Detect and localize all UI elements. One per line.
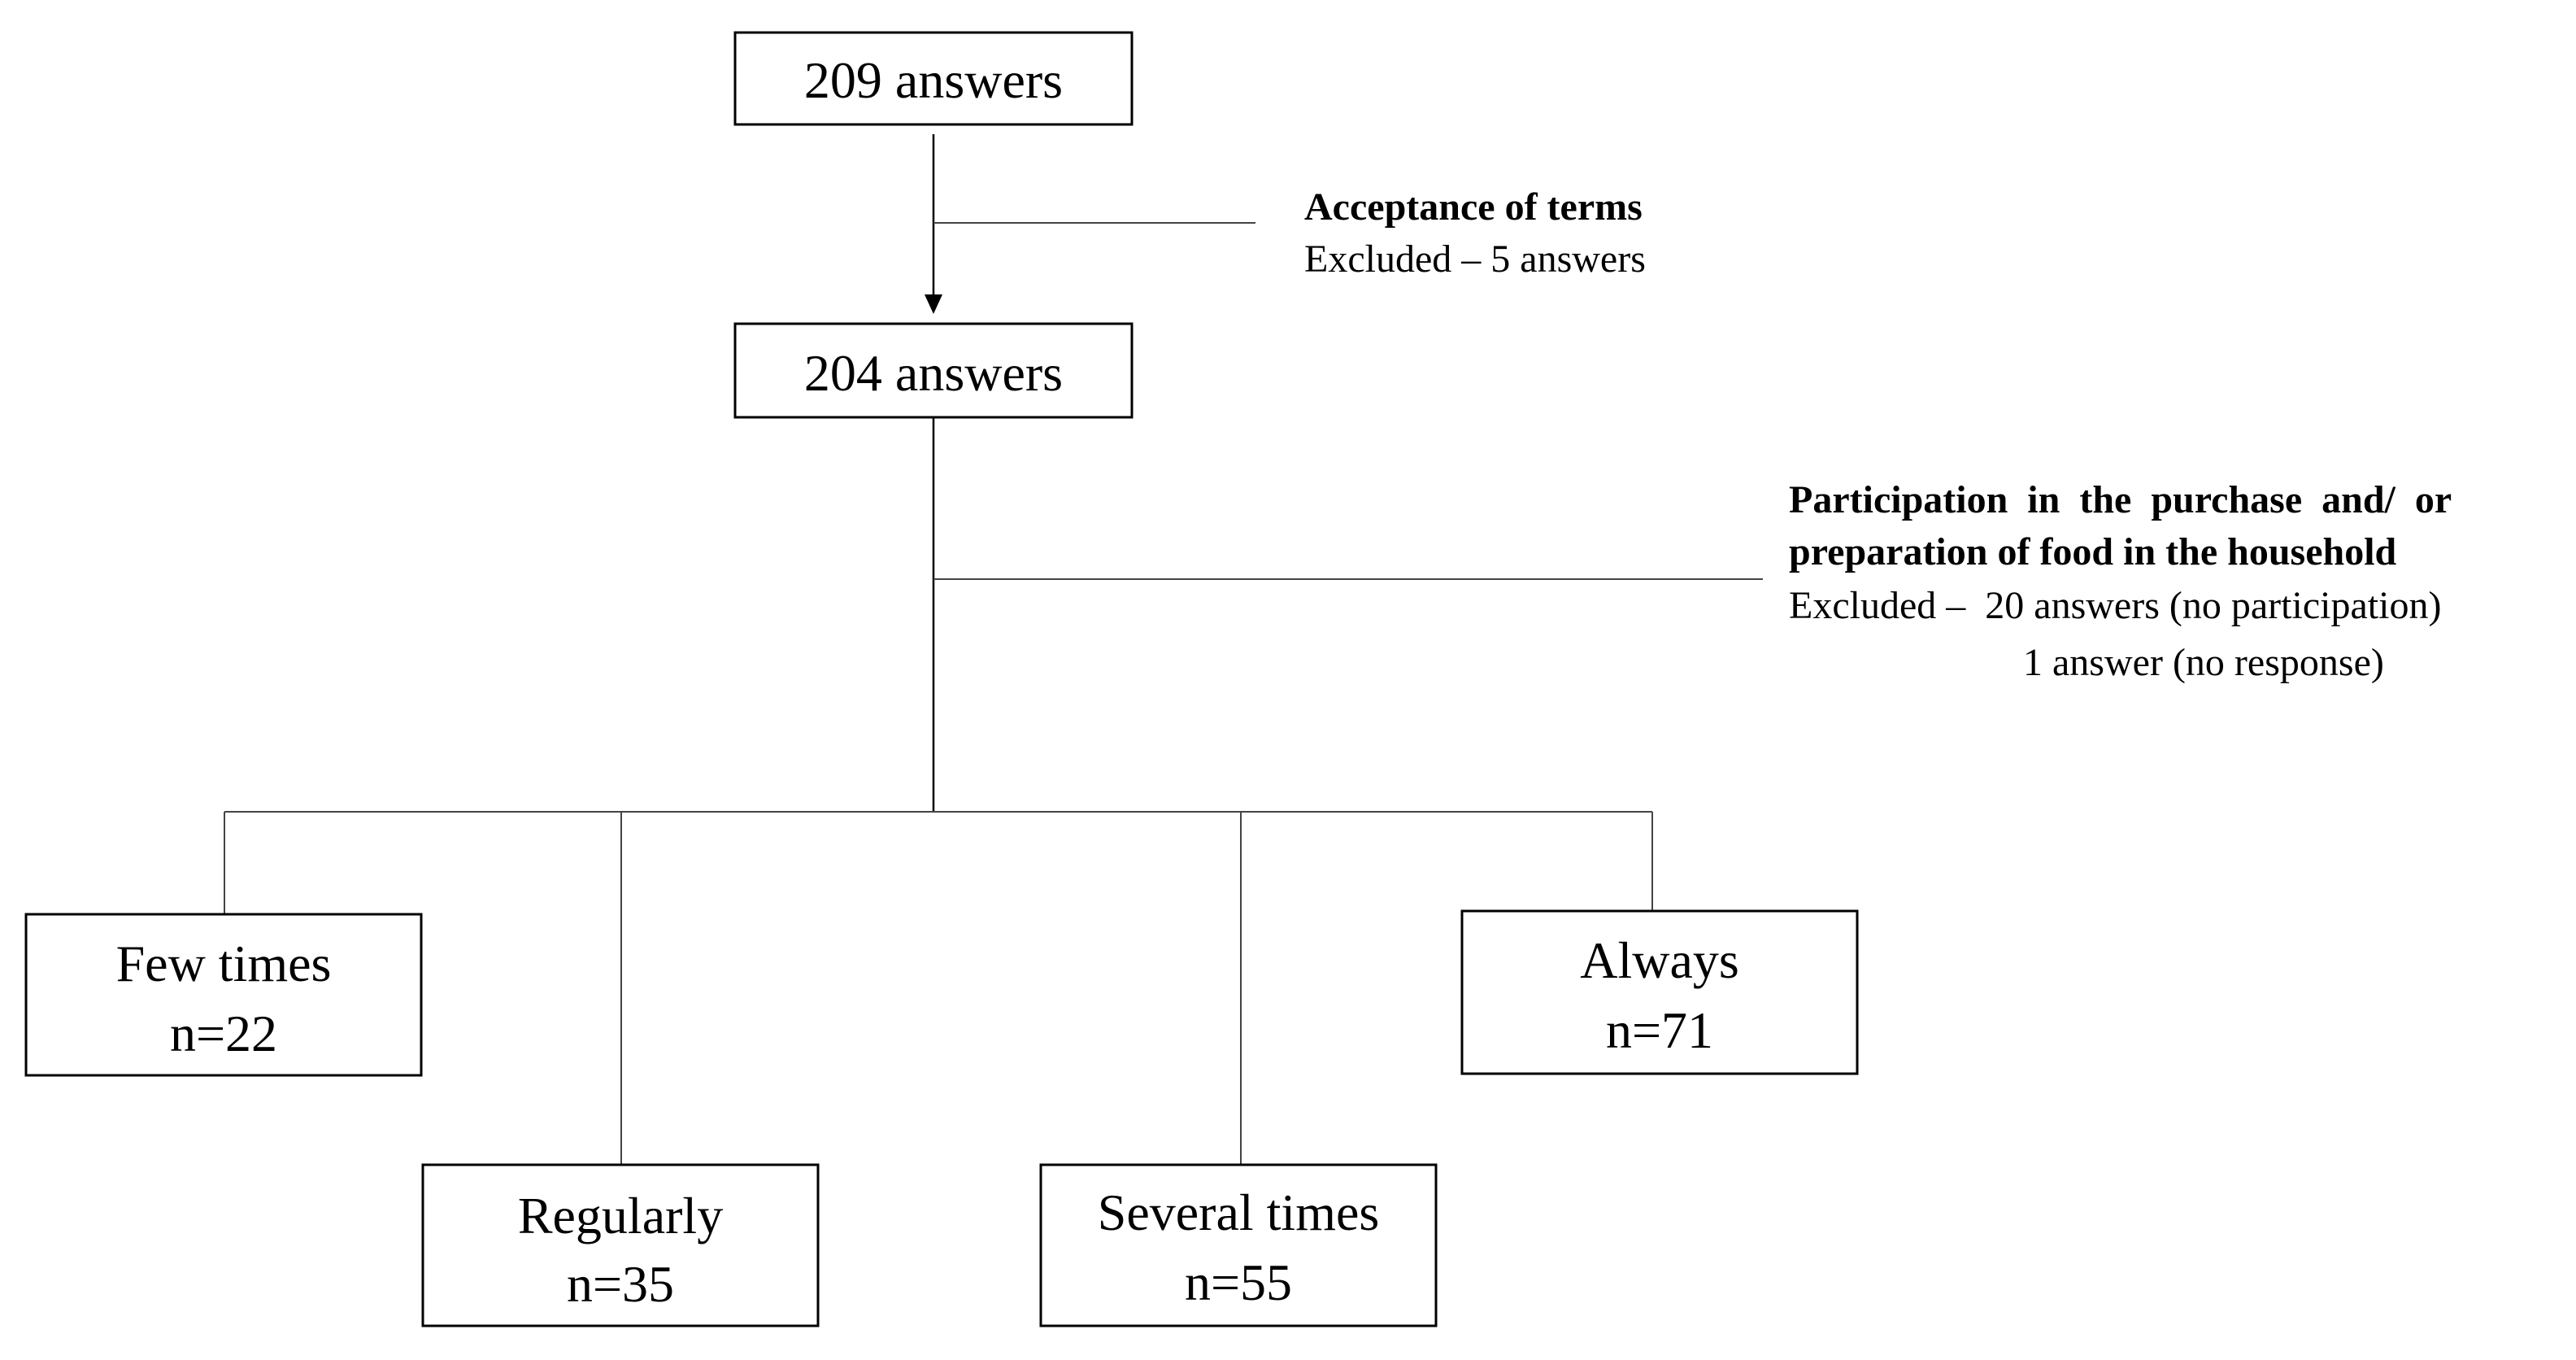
group-count: n=55	[1185, 1253, 1292, 1311]
group-box-always: Always n=71	[1460, 909, 1859, 1075]
group-count: n=71	[1606, 1001, 1713, 1059]
exclusion-2-detail-line1: Excluded – 20 answers (no participation)	[1789, 584, 2441, 627]
exclusion-1-title: Acceptance of terms	[1304, 185, 1643, 229]
exclusion-1-note: Acceptance of terms Excluded – 5 answers	[1304, 185, 1646, 281]
group-count: n=35	[567, 1255, 674, 1313]
exclusion-2-title-line2: preparation of food in the household	[1789, 530, 2397, 573]
exclusion-1-detail: Excluded – 5 answers	[1304, 238, 1646, 281]
group-label: Always	[1580, 931, 1739, 989]
arrowhead-icon	[925, 294, 942, 314]
group-label: Several times	[1098, 1183, 1380, 1241]
top-box-label: 209 answers	[804, 51, 1063, 109]
group-count: n=22	[170, 1005, 277, 1062]
top-box: 209 answers	[733, 31, 1134, 126]
exclusion-2-title-line1: Participation in the purchase and/ or	[1789, 478, 2452, 521]
group-box-regularly: Regularly n=35	[421, 1163, 820, 1327]
exclusion-2-detail-line2: 1 answer (no response)	[2023, 641, 2384, 684]
group-box-several-times: Several times n=55	[1039, 1163, 1438, 1327]
second-box-label: 204 answers	[804, 344, 1063, 402]
group-label: Regularly	[518, 1187, 723, 1244]
exclusion-2-note: Participation in the purchase and/ or pr…	[1789, 478, 2452, 684]
second-box: 204 answers	[733, 322, 1134, 419]
group-label: Few times	[116, 935, 332, 992]
group-box-few-times: Few times n=22	[24, 913, 423, 1077]
